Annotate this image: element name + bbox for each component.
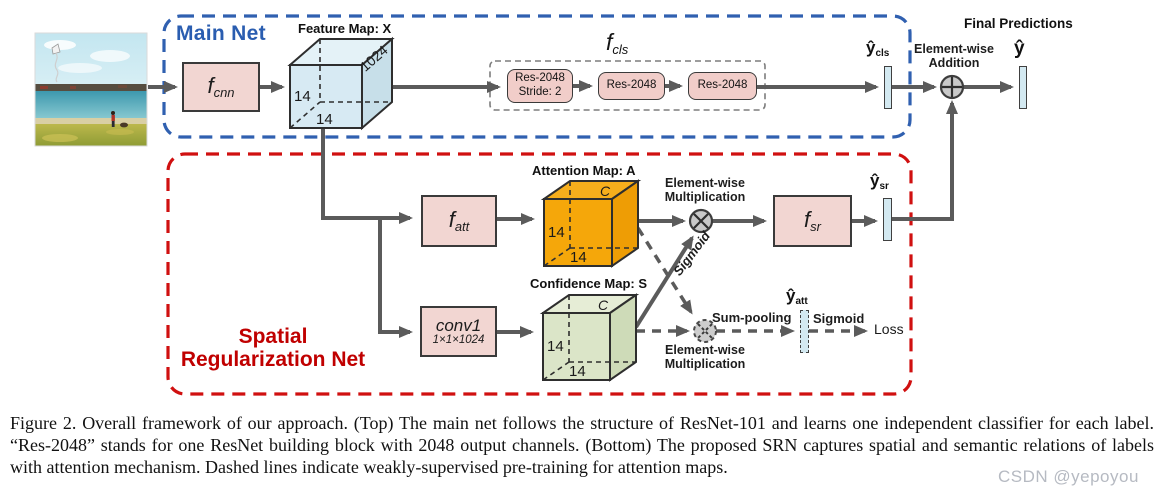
confidence-map-label: Confidence Map: S — [530, 276, 648, 291]
elementwise-multiplication-dashed-icon — [693, 319, 717, 343]
yhat-label: ŷ — [1014, 38, 1025, 59]
figure-caption: Figure 2. Overall framework of our appro… — [10, 413, 1154, 477]
res-block-1-line1: Res-2048 — [515, 72, 565, 85]
fcls-label-sub: cls — [612, 42, 629, 57]
input-photo — [34, 32, 148, 147]
fsr-block: fsr — [773, 195, 852, 247]
res-block-1: Res-2048 Stride: 2 — [507, 69, 573, 103]
elementwise-multiplication-top-label: Element-wise Multiplication — [654, 176, 756, 204]
srn-region — [166, 152, 913, 396]
fcls-label-base: f — [606, 29, 613, 55]
confidence-map-dim-c: C — [598, 297, 609, 313]
res-block-3-line1: Res-2048 — [697, 79, 748, 92]
watermark: CSDN @yepoyou — [998, 467, 1139, 486]
yhat-bar — [1019, 66, 1027, 109]
res-block-3: Res-2048 — [688, 72, 757, 100]
ycls-label: ŷcls — [866, 39, 889, 59]
ew-mult-bottom-line1: Element-wise — [665, 343, 745, 357]
elementwise-multiplication-bottom-label: Element-wise Multiplication — [652, 343, 758, 371]
ew-mult-top-line2: Multiplication — [664, 190, 746, 204]
fcnn-label: f — [207, 73, 214, 98]
solid-arrows — [148, 80, 1014, 338]
attention-map-cube — [540, 179, 642, 268]
res-block-1-line2: Stride: 2 — [518, 86, 562, 98]
loss-label: Loss — [874, 321, 904, 337]
attention-map-dim-h: 14 — [548, 224, 565, 241]
yatt-label: ŷatt — [786, 287, 808, 307]
fsr-label-sub: sr — [810, 219, 821, 234]
ysr-label-base: ŷ — [870, 171, 880, 190]
confidence-map-dim-w: 14 — [569, 363, 586, 380]
elementwise-addition-line1: Element-wise — [914, 42, 994, 56]
attention-map-label: Attention Map: A — [532, 163, 636, 178]
fatt-label-sub: att — [454, 219, 470, 234]
main-net-title: Main Net — [176, 22, 266, 45]
ycls-label-base: ŷ — [866, 38, 876, 57]
res-block-2: Res-2048 — [598, 72, 665, 100]
srn-title: Spatial Regularization Net — [168, 325, 378, 371]
ew-mult-top-line1: Element-wise — [665, 176, 745, 190]
ysr-bar — [883, 198, 892, 241]
elementwise-addition-icon — [939, 74, 965, 100]
conv1-dims-label: 1×1×1024 — [432, 334, 485, 347]
feature-map-dim-w: 14 — [316, 111, 333, 128]
ysr-label: ŷsr — [870, 172, 889, 192]
yatt-label-sub: att — [795, 296, 808, 307]
fatt-label: f — [448, 207, 455, 232]
yatt-label-base: ŷ — [786, 286, 796, 305]
confidence-map-cube — [539, 293, 640, 382]
fcnn-block: fcnn — [182, 62, 260, 112]
fsr-label: f — [804, 207, 811, 232]
attention-map-dim-c: C — [600, 183, 611, 199]
ew-mult-bottom-line2: Multiplication — [664, 357, 746, 371]
fcls-label: fcls — [606, 29, 628, 57]
ycls-bar — [884, 66, 892, 109]
elementwise-addition-line2: Addition — [928, 56, 980, 70]
sum-pooling-label: Sum-pooling — [712, 310, 792, 325]
confidence-map-dim-h: 14 — [547, 338, 564, 355]
ycls-label-sub: cls — [875, 48, 890, 59]
elementwise-multiplication-icon — [688, 208, 714, 234]
feature-map-cube — [287, 36, 395, 131]
diagram-canvas: 14 14 1024 14 14 C 1 — [34, 14, 1014, 396]
fcnn-label-sub: cnn — [213, 85, 235, 100]
main-net-region — [162, 14, 912, 139]
sigmoid-loss-label: Sigmoid — [813, 311, 865, 326]
fatt-block: fatt — [421, 195, 497, 247]
yatt-bar — [800, 310, 809, 353]
ysr-label-sub: sr — [879, 181, 889, 192]
srn-title-line2: Regularization Net — [180, 347, 366, 371]
srn-title-line1: Spatial — [238, 325, 308, 348]
res-block-2-line1: Res-2048 — [606, 79, 657, 92]
attention-map-dim-w: 14 — [570, 249, 587, 266]
conv1-block: conv1 1×1×1024 — [420, 306, 497, 357]
feature-map-label: Feature Map: X — [298, 21, 392, 36]
elementwise-addition-label: Element-wise Addition — [908, 42, 1000, 70]
feature-map-dim-h: 14 — [294, 88, 311, 105]
final-predictions-label: Final Predictions — [964, 16, 1073, 31]
dashed-arrows — [636, 227, 868, 337]
conv1-label: conv1 — [435, 315, 482, 335]
